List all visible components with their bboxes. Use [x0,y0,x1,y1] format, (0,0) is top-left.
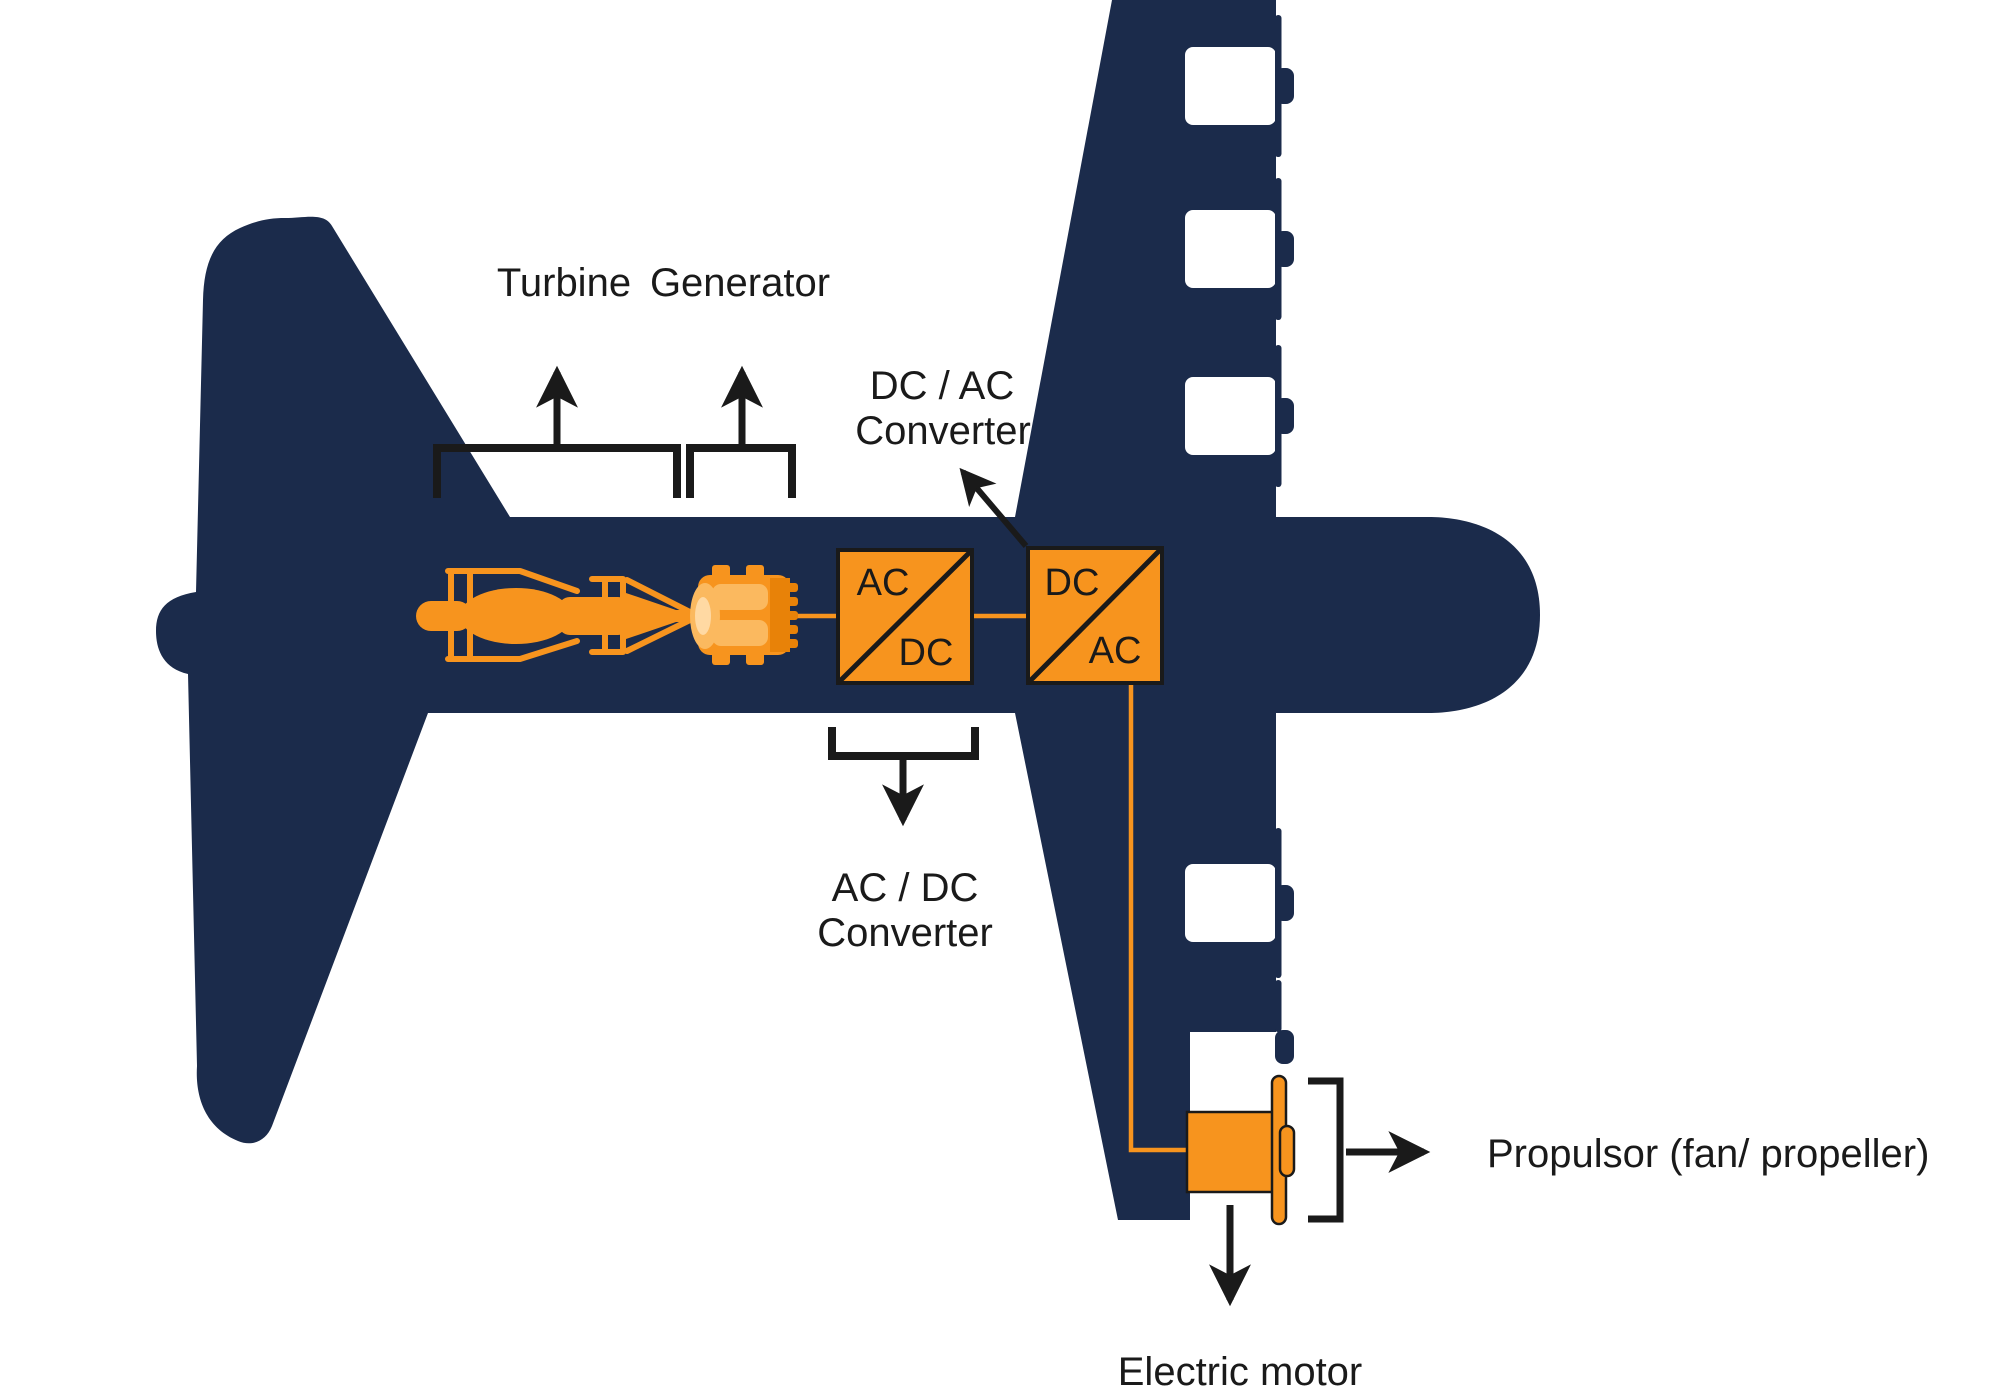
annotations: Turbine Generator DC / AC Converter AC /… [433,261,1929,1394]
dc-ac-converter-arrow [959,467,1029,548]
propeller-hub [1275,68,1294,104]
propeller-hub [1275,1030,1294,1064]
generator-panel-upper [712,584,768,610]
electric-motor-label: Electric motor [1118,1350,1363,1394]
ac-dc-box-top-label: AC [857,562,910,604]
turbine-bracket [433,444,681,498]
dc-ac-box-diagonal [1028,548,1162,683]
turbine-nose [416,601,472,631]
turbine-intake-struts [448,568,473,662]
propeller-hub [1275,885,1294,921]
ac-dc-box-bottom-label: DC [899,632,954,674]
generator-rib [786,625,798,634]
dc-ac-converter-label-line2: Converter [855,409,1031,453]
turbine-converging-lines [624,577,693,654]
propeller-blade-line [1275,980,1282,1032]
dc-ac-converter-label-line1: DC / AC [870,364,1014,408]
turbine-cowl-rails [445,568,580,662]
generator-rib [786,597,798,606]
propulsor-label: Propulsor (fan/ propeller) [1487,1132,1929,1176]
generator-bracket [686,444,796,498]
dc-ac-box-bottom-label: AC [1089,630,1142,672]
power-line [792,613,1187,1153]
turbine-mid-struts [589,576,626,655]
tail-fins [156,216,510,1144]
dc-ac-box-top-label: DC [1045,562,1100,604]
generator-panel-lower [712,620,768,646]
propulsor-spinner [1278,1124,1296,1178]
ac-dc-box-diagonal [838,550,972,683]
nacelle-cutout-2 [1185,210,1276,288]
generator-graphic [690,565,798,665]
generator-rib [786,639,798,648]
ac-dc-converter-box: AC DC [836,548,974,685]
turbine-bulge [460,588,572,644]
generator-label: Generator [650,261,830,305]
generator-rib [786,583,798,592]
nacelle-cutout-1 [1185,47,1276,125]
electric-motor-body [1185,1110,1275,1194]
ac-dc-converter-bracket [828,727,979,760]
propeller-hub [1275,398,1294,434]
turbine-midbody [558,597,630,635]
propeller-hub [1275,231,1294,267]
nacelle-cutouts [1185,47,1276,942]
turbine-label: Turbine [497,261,631,305]
ac-dc-converter-label-line1: AC / DC [832,866,979,910]
generator-rib [786,611,798,620]
generator-rib-band [770,578,790,652]
turbine-exhaust-cone [626,593,676,639]
dc-ac-converter-box: DC AC [1026,546,1164,685]
nacelle-cutout-4 [1185,864,1276,942]
turbine-graphic [416,568,700,662]
wing-left [1015,713,1276,1220]
propulsor-bracket [1308,1077,1344,1223]
electric-motor-graphic [1185,1074,1296,1226]
generator-end-cap-center [695,597,711,635]
propellers [1275,15,1294,1064]
ac-dc-converter-label-line2: Converter [817,911,993,955]
nacelle-cutout-3 [1185,377,1276,455]
